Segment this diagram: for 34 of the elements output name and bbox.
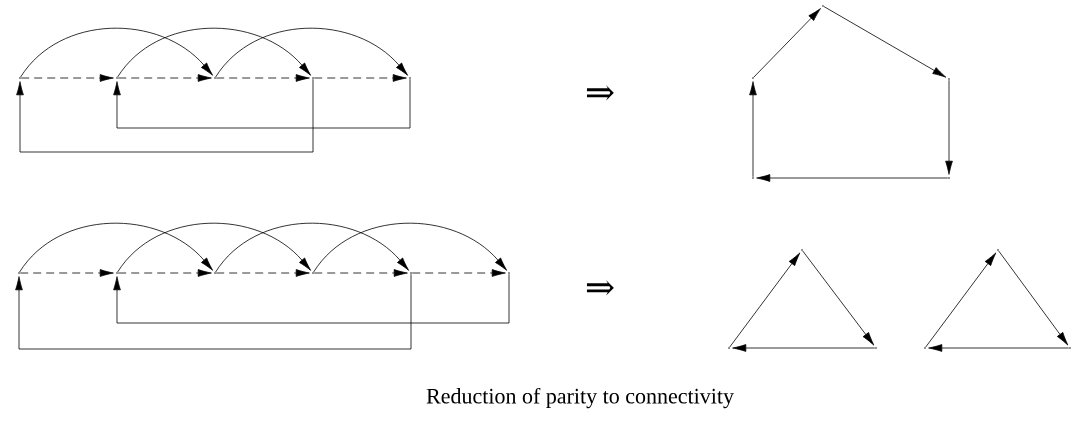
arrow [749,81,757,178]
dashed-arrow [117,74,212,82]
dashed-arrow [20,74,114,82]
arrow [925,252,997,348]
arc-arrow [20,27,214,78]
arrow [756,174,949,182]
implies-sign: ⇒ [587,85,614,101]
arrow [753,8,821,78]
arc-arrow [19,222,214,273]
dashed-arrow [411,269,506,277]
arrow [823,6,947,78]
arrow [729,252,801,348]
arrow [928,344,1070,352]
dashed-arrow [117,269,212,277]
dashed-arrow [215,74,310,82]
dashed-arrow [215,269,310,277]
loop-arrow [113,78,411,129]
arc-arrow [215,222,410,273]
dashed-arrow [313,74,407,82]
loop-arrow [15,273,412,350]
arc-arrow [117,27,312,78]
arc-arrow [117,222,312,273]
arc-arrow [215,27,409,78]
arrow [802,250,875,346]
dashed-arrow [313,269,408,277]
loop-arrow [113,273,510,324]
arc-arrow [313,222,508,273]
loop-arrow [16,78,314,153]
arrow [998,250,1069,346]
caption: Reduction of parity to connectivity [426,387,734,409]
arrow [945,79,953,175]
dashed-arrow [19,269,114,277]
arrow [732,344,876,352]
implies-sign: ⇒ [587,280,614,296]
